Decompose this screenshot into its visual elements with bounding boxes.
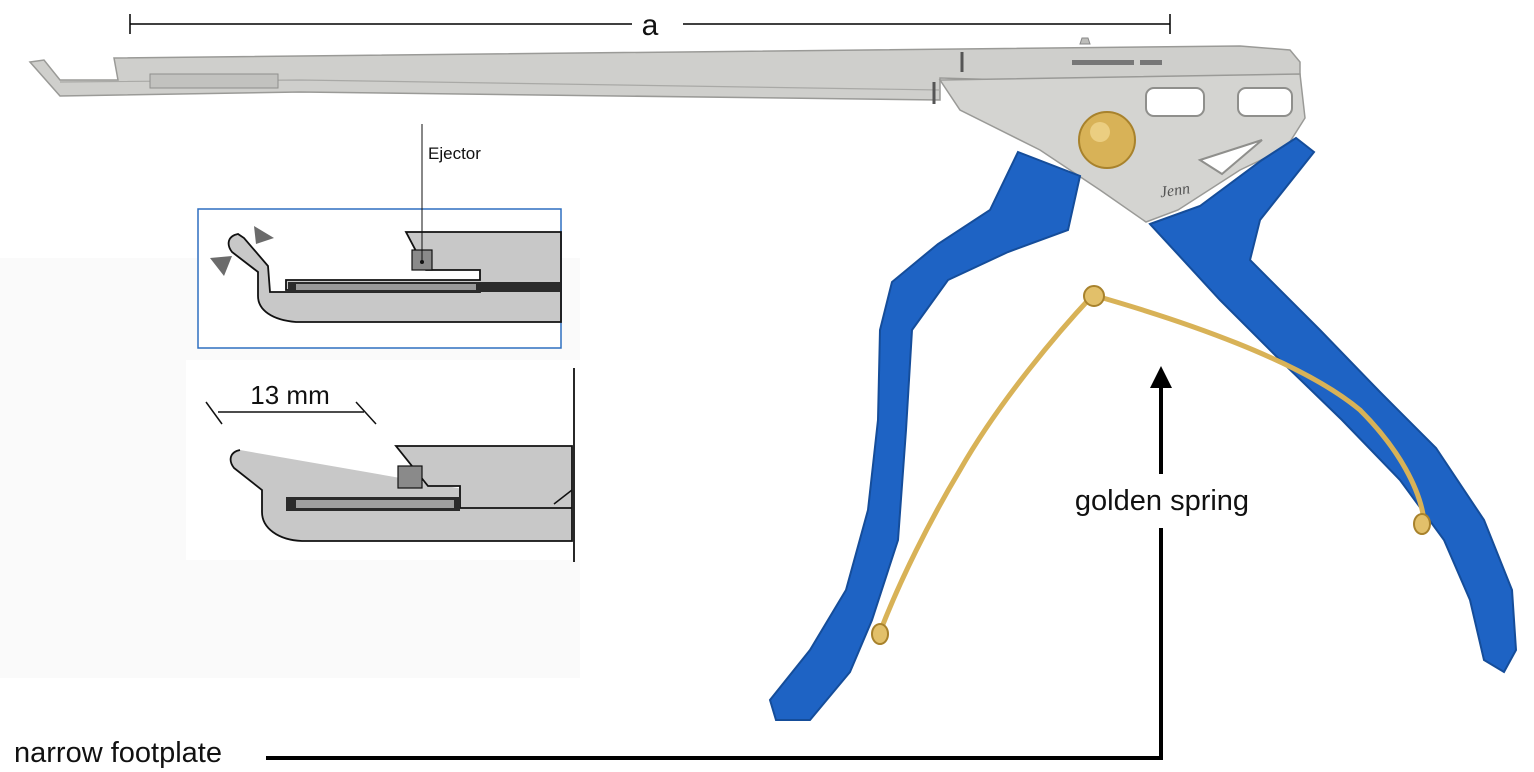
tip-inset-ejector: Ejector: [197, 124, 562, 349]
tip-profile-2: [229, 445, 573, 542]
shaft-engraving: [1072, 60, 1134, 65]
pivot-screw: [1078, 111, 1136, 169]
golden-spring: [871, 285, 1431, 645]
triangle-marker-icon: [254, 226, 274, 244]
tip-dimension-13mm: 13 mm: [205, 380, 377, 425]
dimension-a: a: [129, 9, 1171, 42]
rear-handle: [1148, 136, 1518, 674]
front-handle: [768, 150, 1082, 721]
golden-spring-label: golden spring: [1075, 485, 1249, 517]
dimension-a-label: a: [642, 9, 659, 42]
shaft-window: [149, 73, 279, 89]
narrow-footplate-label: narrow footplate: [14, 737, 222, 769]
spring-callout: golden spring: [1075, 366, 1249, 517]
footplate-callout: narrow footplate: [14, 528, 1163, 769]
arrow-up-icon: [1150, 366, 1172, 388]
handle-window-left: [1145, 87, 1205, 117]
instrument-shaft: [28, 37, 1301, 104]
handle-window-right: [1237, 87, 1293, 117]
tip-inset-dimension: 13 mm: [205, 368, 575, 562]
ejector-label: Ejector: [428, 144, 481, 163]
tip-profile: [227, 231, 562, 323]
triangle-marker-icon: [210, 256, 232, 276]
handle-triangle-cutout: [1197, 139, 1263, 176]
tip-dimension-label: 13 mm: [250, 380, 329, 410]
brand-engraving: Jenn: [1159, 180, 1191, 201]
